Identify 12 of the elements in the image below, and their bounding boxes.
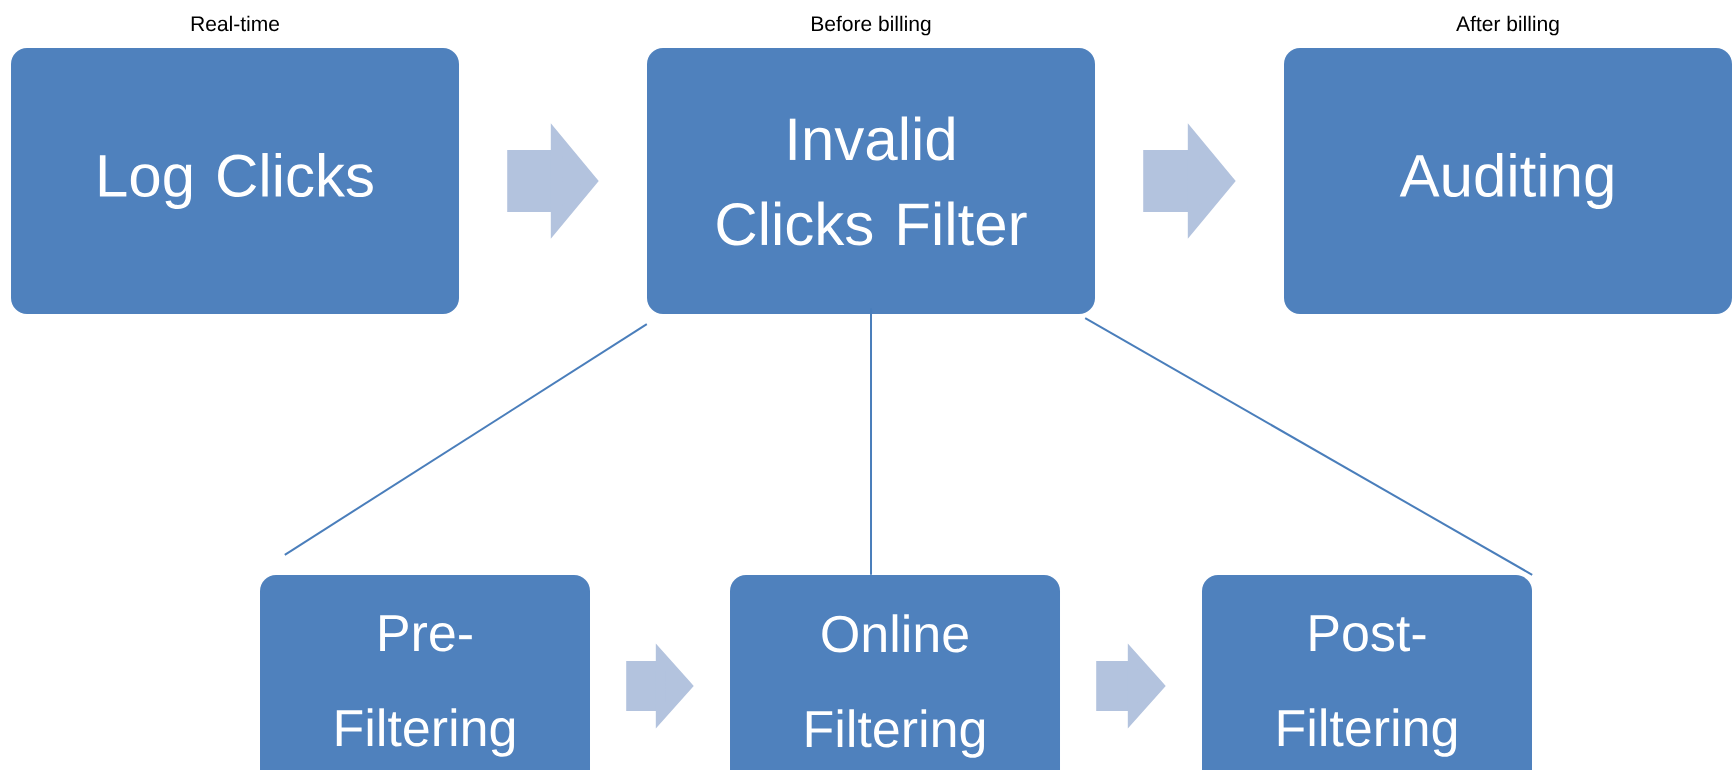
process-box: Log Clicks xyxy=(11,48,459,314)
process-box: Pre- Filtering xyxy=(260,575,590,770)
connector-line xyxy=(283,323,648,556)
process-box: Post- Filtering xyxy=(1202,575,1532,770)
process-box: Online Filtering xyxy=(730,575,1060,770)
connector-line xyxy=(870,307,872,576)
process-box: Auditing xyxy=(1284,48,1732,314)
stage-label: Before billing xyxy=(812,15,931,36)
process-box: Invalid Clicks Filter xyxy=(647,48,1095,314)
connector-line xyxy=(1084,317,1534,576)
stage-label: After billing xyxy=(1456,15,1559,36)
stage-label: Real-time xyxy=(191,15,279,32)
